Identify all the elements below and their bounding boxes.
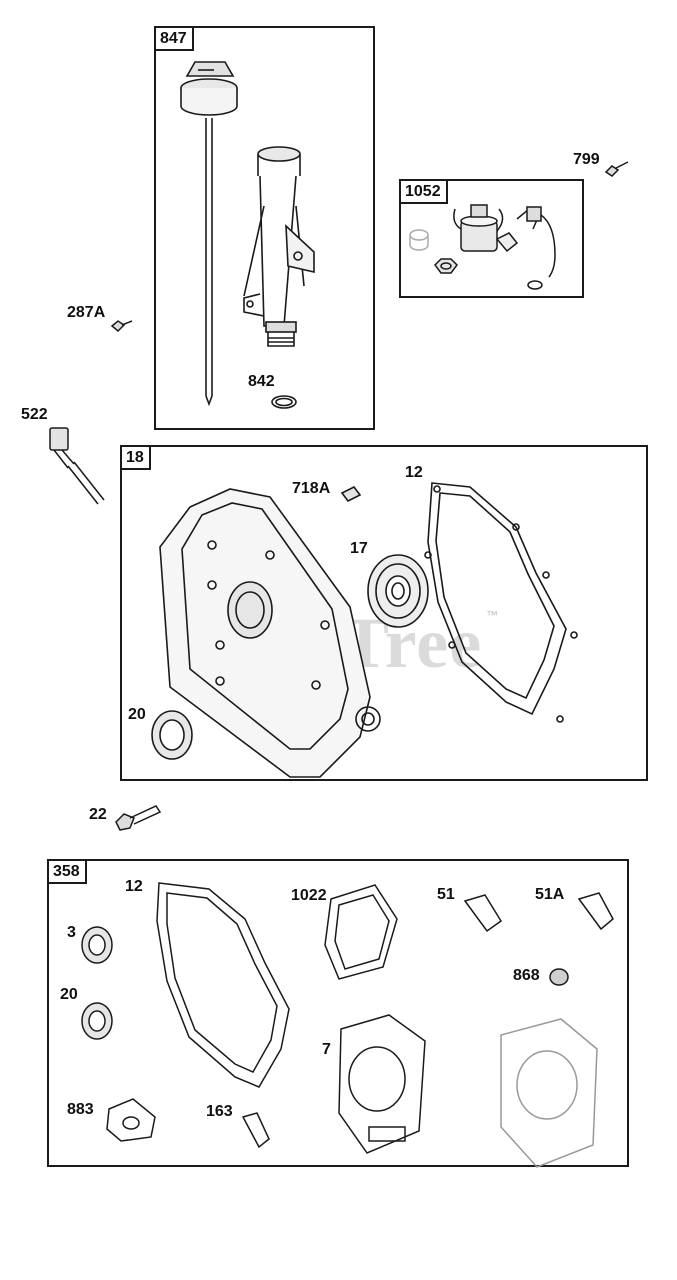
label-883: 883 (67, 1101, 94, 1118)
label-7: 7 (322, 1041, 331, 1058)
label-842: 842 (248, 373, 275, 390)
label-522: 522 (21, 406, 48, 423)
screw-799-drawing[interactable] (602, 158, 630, 180)
gasket-set-drawing[interactable] (47, 859, 629, 1168)
label-51: 51 (437, 886, 455, 903)
label-3: 3 (67, 924, 76, 941)
box-847: 847 (154, 26, 375, 430)
crankcase-cover-drawing[interactable] (120, 445, 648, 781)
label-799: 799 (573, 151, 600, 168)
label-287A: 287A (67, 304, 106, 321)
label-163: 163 (206, 1103, 233, 1120)
box-358-tag: 358 (49, 861, 87, 884)
label-718A: 718A (292, 480, 331, 497)
box-1052: 1052 (399, 179, 584, 298)
box-1052-tag: 1052 (401, 181, 448, 204)
label-22: 22 (89, 806, 107, 823)
dipstick-fill-tube-drawing[interactable] (154, 26, 375, 430)
box-847-tag: 847 (156, 28, 194, 51)
watermark-trademark: ™ (486, 608, 498, 622)
bolt-22-drawing[interactable] (112, 802, 162, 836)
label-868: 868 (513, 967, 540, 984)
label-20-cover: 20 (128, 706, 146, 723)
label-51A: 51A (535, 886, 565, 903)
bolt-287A-drawing[interactable] (110, 318, 134, 336)
label-17: 17 (350, 540, 368, 557)
box-18: 18 (120, 445, 648, 781)
box-358: 358 (47, 859, 629, 1167)
box-18-tag: 18 (122, 447, 151, 470)
label-1022: 1022 (291, 887, 327, 904)
label-20-set: 20 (60, 986, 78, 1003)
label-12-cover: 12 (405, 464, 423, 481)
label-12-set: 12 (125, 878, 143, 895)
fuel-solenoid-drawing[interactable] (399, 179, 584, 298)
sensor-522-drawing[interactable] (44, 424, 106, 508)
